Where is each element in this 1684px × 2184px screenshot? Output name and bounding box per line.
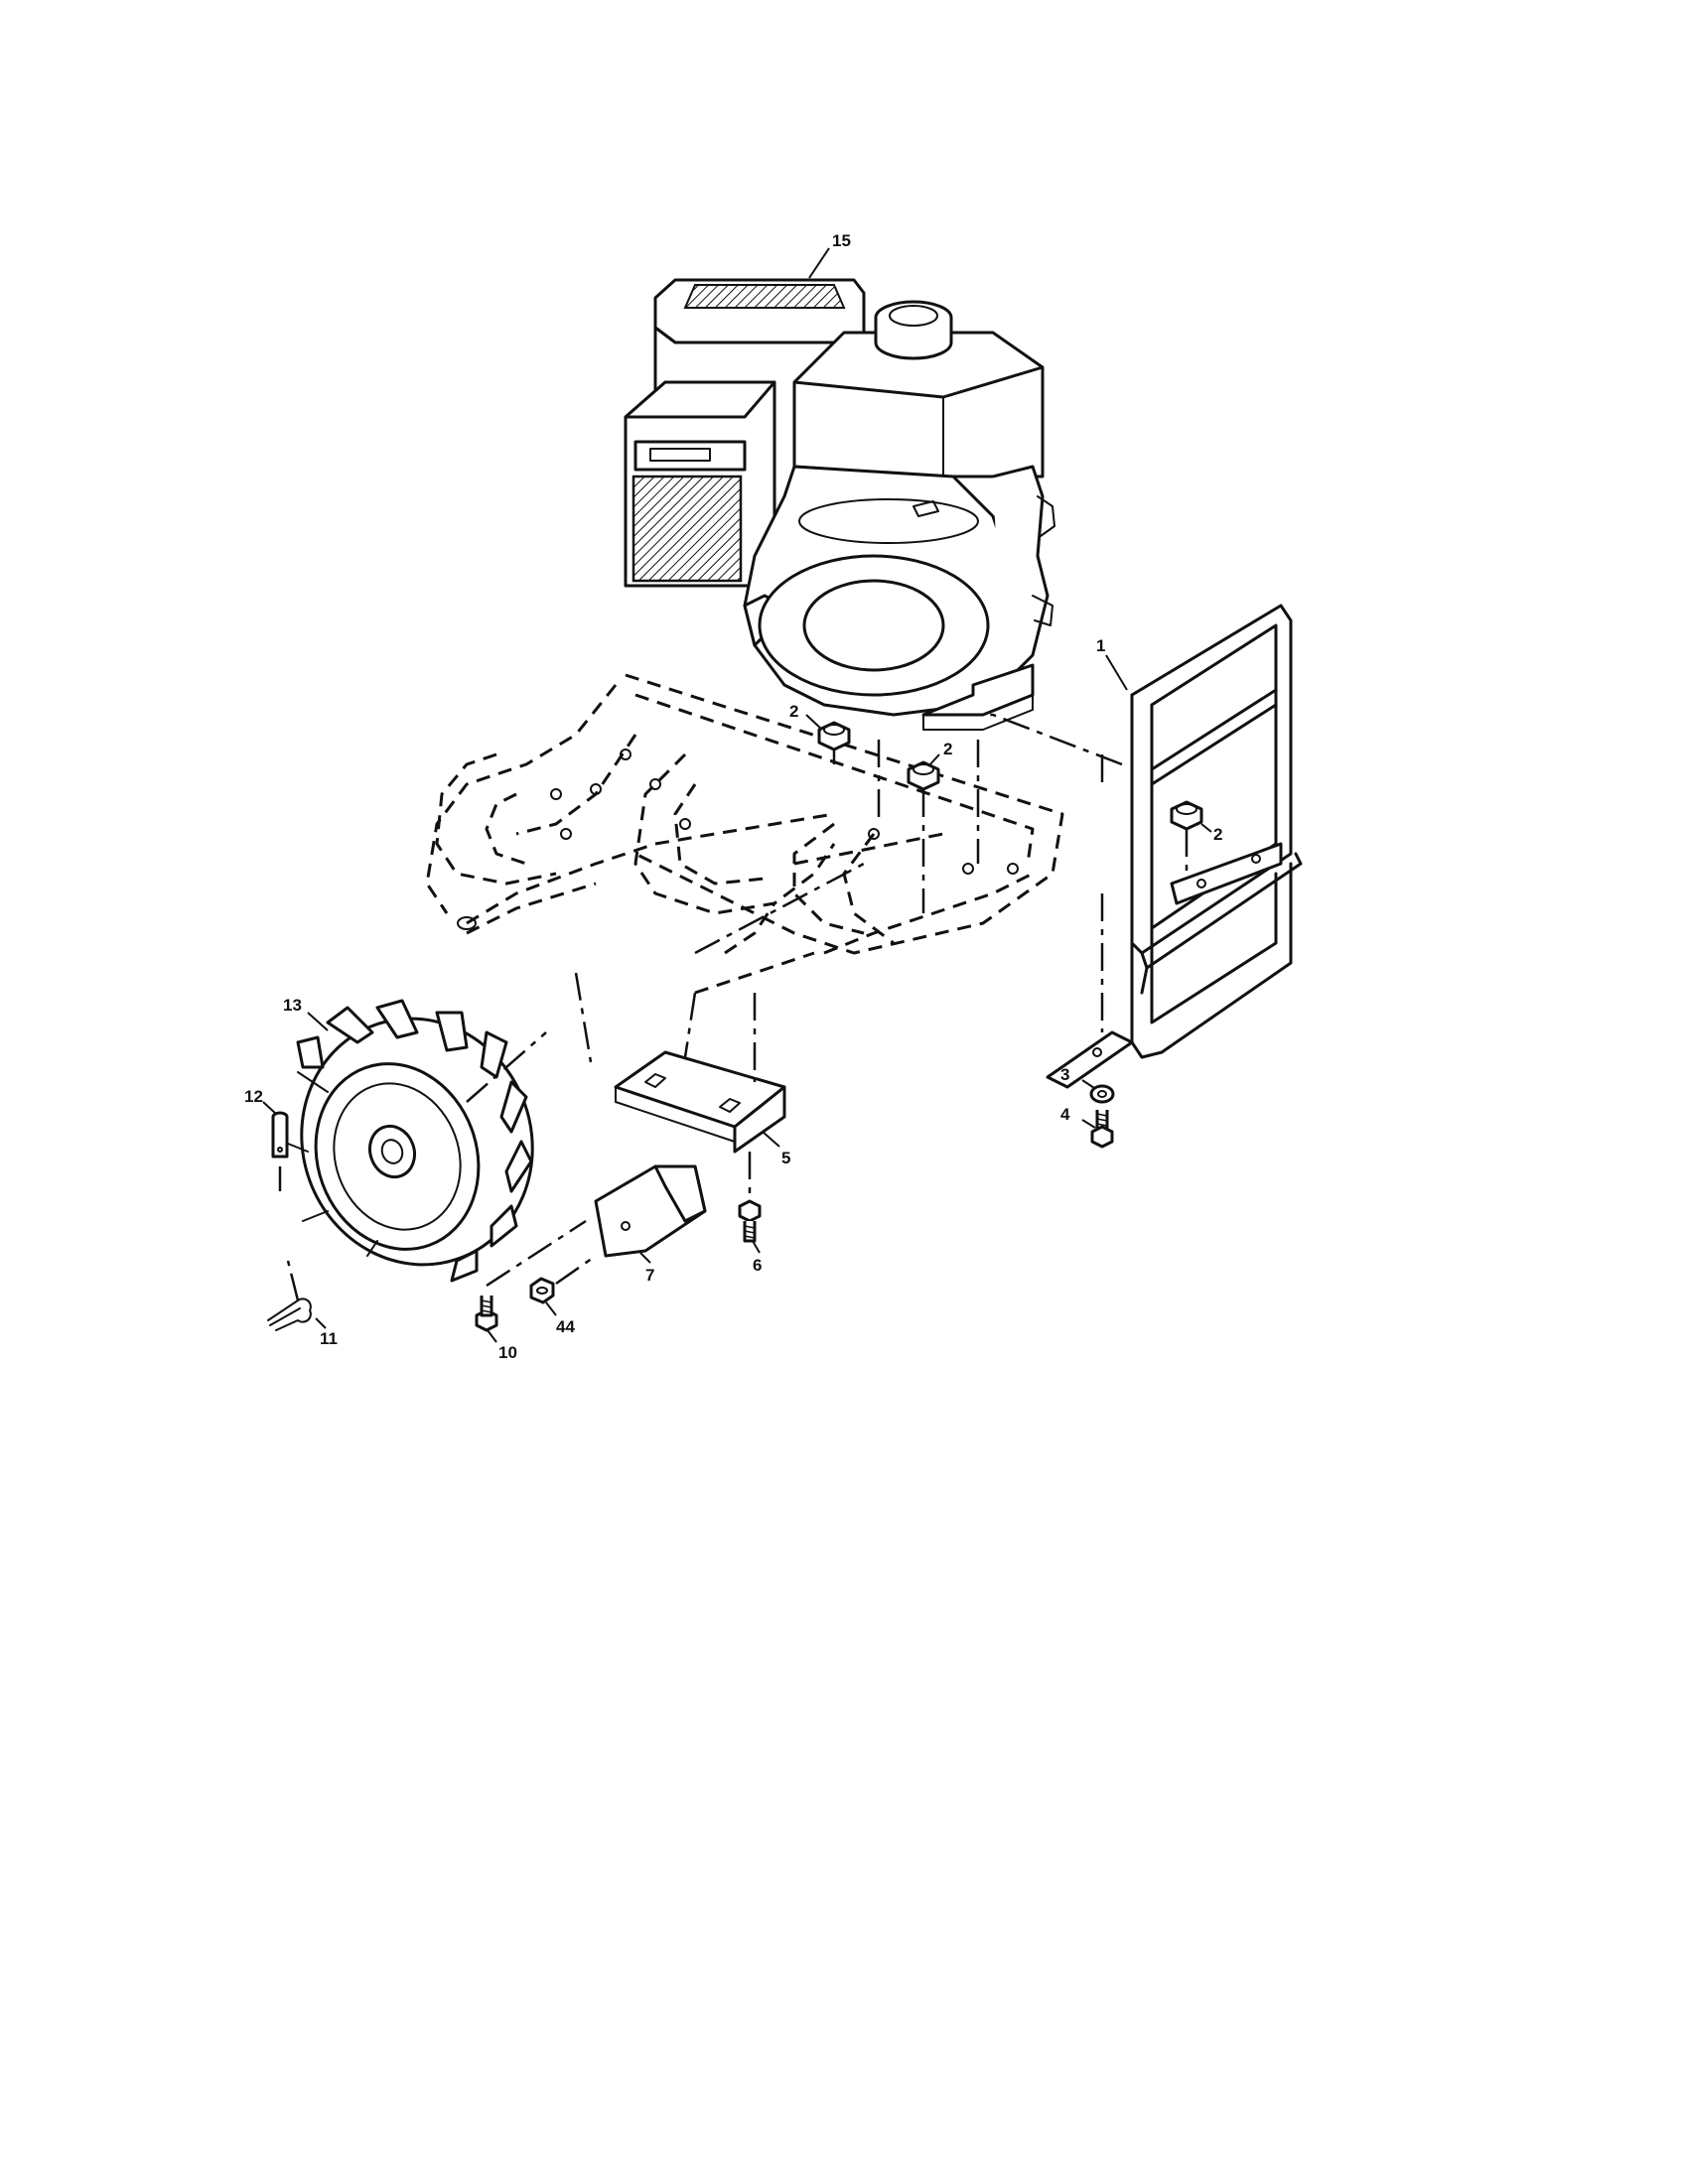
hex-nut-left xyxy=(817,721,851,751)
engine xyxy=(624,278,1055,731)
hairpin-clip xyxy=(267,1297,312,1331)
callout-4: 4 xyxy=(1060,1105,1096,1129)
callout-number: 10 xyxy=(498,1343,517,1362)
mounting-bracket xyxy=(614,1050,786,1154)
hex-nut-44 xyxy=(529,1277,555,1304)
front-guard xyxy=(1046,604,1303,1089)
clevis-pin xyxy=(271,1111,289,1159)
callout-number: 44 xyxy=(556,1317,575,1336)
callout-44: 44 xyxy=(545,1301,575,1336)
callout-2-left: 2 xyxy=(789,702,823,731)
hex-nut-right xyxy=(1170,800,1203,831)
callout-15: 15 xyxy=(808,231,851,279)
callout-number: 13 xyxy=(283,996,302,1015)
callout-number: 2 xyxy=(943,740,952,758)
callout-1: 1 xyxy=(1096,636,1128,691)
callout-number: 2 xyxy=(789,702,798,721)
callout-number: 5 xyxy=(781,1149,790,1167)
callout-number: 4 xyxy=(1060,1105,1070,1124)
callout-7: 7 xyxy=(639,1252,654,1285)
wheel-tire xyxy=(282,999,534,1283)
callout-12: 12 xyxy=(244,1087,277,1115)
callout-number: 7 xyxy=(645,1266,654,1285)
callout-11: 11 xyxy=(315,1317,338,1348)
callout-number: 6 xyxy=(753,1256,762,1275)
callout-13: 13 xyxy=(283,996,329,1031)
hex-nut-center xyxy=(907,760,940,791)
callout-3: 3 xyxy=(1060,1065,1095,1089)
callout-number: 2 xyxy=(1213,825,1222,844)
hex-bolt-6 xyxy=(738,1199,762,1243)
callout-number: 1 xyxy=(1096,636,1105,655)
tiller-frame-phantom xyxy=(425,673,1064,995)
callout-5: 5 xyxy=(762,1131,790,1167)
callout-number: 3 xyxy=(1060,1065,1069,1084)
callout-2-right: 2 xyxy=(1200,823,1222,844)
callout-2-center: 2 xyxy=(927,740,952,767)
callout-10: 10 xyxy=(487,1329,517,1362)
hex-bolt-10 xyxy=(475,1296,498,1332)
callout-number: 11 xyxy=(320,1329,338,1348)
flat-washer xyxy=(1089,1084,1115,1104)
hex-bolt-4 xyxy=(1090,1110,1114,1149)
shield-cover xyxy=(594,1164,707,1258)
callout-6: 6 xyxy=(752,1240,762,1275)
callout-number: 12 xyxy=(244,1087,263,1106)
callout-number: 15 xyxy=(832,231,851,250)
